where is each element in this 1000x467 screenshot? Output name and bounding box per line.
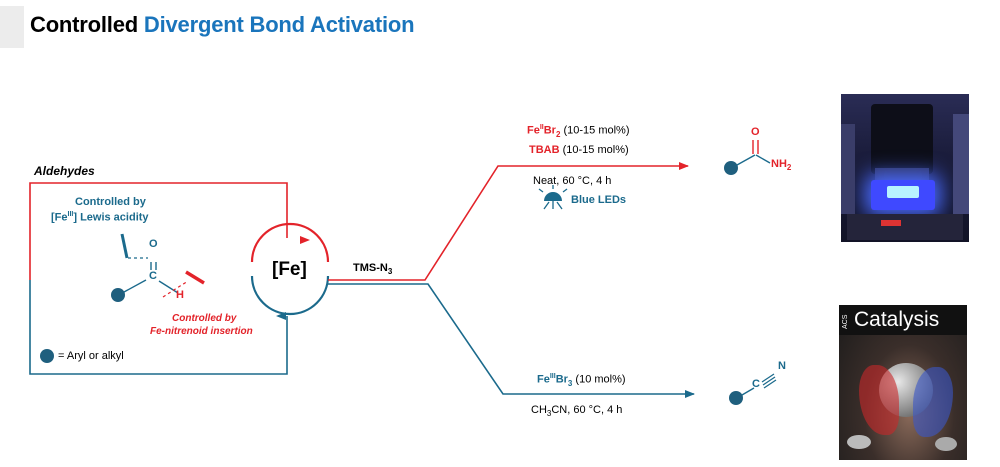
catalyst-label: [Fe]	[272, 259, 307, 280]
atom-o: O	[149, 238, 158, 250]
journal-cover: ACS Catalysis	[839, 305, 967, 460]
upper-conditions: Neat, 60 °C, 4 h	[533, 175, 612, 187]
cycle-blue-arc	[250, 275, 330, 316]
box-blue-outline	[29, 280, 288, 375]
title-plain: Controlled	[30, 12, 138, 37]
lewis-label-line2: [FeIII] Lewis acidity	[51, 211, 149, 224]
amide-o: O	[751, 126, 760, 138]
upper-catalyst: FeIIBr2 (10-15 mol%)	[527, 124, 630, 139]
nitrenoid-label-line2: Fe-nitrenoid insertion	[150, 326, 253, 337]
r-group-dot	[111, 288, 125, 302]
nitrile-c: C	[752, 378, 760, 390]
nitrenoid-label-line1: Controlled by	[172, 313, 237, 324]
led-setup-photo	[841, 94, 969, 242]
cover-acs: ACS	[842, 314, 849, 329]
lower-conditions: CH3CN, 60 °C, 4 h	[531, 404, 623, 419]
atom-c: C	[149, 270, 157, 282]
title-accent: Divergent Bond Activation	[143, 12, 415, 37]
lower-catalyst: FeIIIBr3 (10 mol%)	[537, 373, 626, 388]
lower-arrow	[328, 283, 695, 398]
cycle-red-arc	[250, 222, 330, 263]
legend-text: = Aryl or alkyl	[58, 350, 124, 362]
box-red-outline	[29, 182, 288, 280]
amide-r-dot	[724, 161, 738, 175]
cycle-blue-arrowhead	[276, 312, 286, 320]
cycle-red-arrowhead	[300, 236, 310, 244]
cover-title: Catalysis	[854, 308, 940, 331]
nitrile-n: N	[778, 360, 786, 372]
nitrenoid-wedge	[185, 270, 205, 285]
light-label: Blue LEDs	[571, 194, 627, 206]
upper-additive: TBAB (10-15 mol%)	[529, 144, 629, 156]
lamp-icon	[538, 185, 568, 210]
reagent-label: TMS-N3	[353, 262, 393, 277]
page-title: Controlled Divergent Bond Activation	[30, 12, 415, 38]
legend-dot	[40, 349, 54, 363]
section-label: Aldehydes	[34, 164, 95, 178]
nitrile-r-dot	[729, 391, 743, 405]
lewis-label-line1: Controlled by	[75, 196, 146, 208]
amide-nh2: NH2	[771, 158, 792, 173]
upper-arrow	[328, 162, 689, 281]
header-tab-marker	[0, 6, 24, 48]
lewis-wedge	[120, 233, 129, 259]
atom-h: H	[176, 289, 184, 301]
cleave-line	[162, 280, 189, 298]
